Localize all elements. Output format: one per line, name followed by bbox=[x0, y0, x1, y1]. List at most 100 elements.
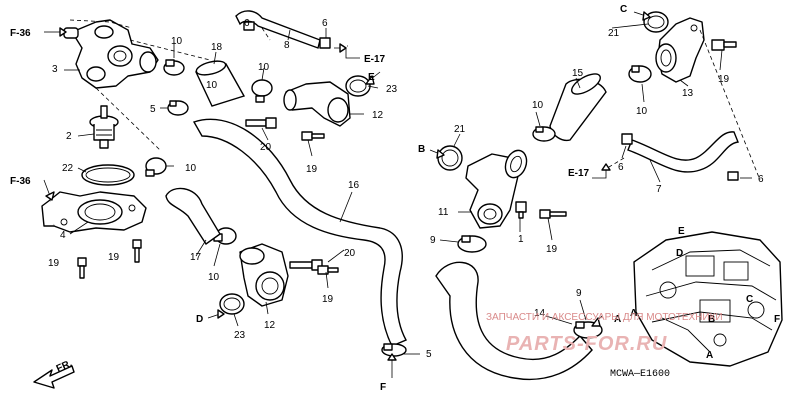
ref-c-engine: C bbox=[746, 294, 753, 305]
label-8: 8 bbox=[284, 40, 290, 51]
label-10: 10 bbox=[258, 62, 270, 73]
ref-a-engine: A bbox=[706, 350, 713, 361]
ref-a-arrow bbox=[591, 315, 603, 327]
label-23: 23 bbox=[386, 84, 398, 95]
ref-f36-arrows bbox=[43, 27, 67, 201]
ref-d-arrow bbox=[207, 309, 225, 319]
diagram-code: MCWA—E1600 bbox=[610, 369, 670, 380]
o-ring-23-upper bbox=[345, 75, 371, 97]
label-6: 6 bbox=[244, 18, 250, 29]
bolt-19-left-a bbox=[77, 257, 87, 279]
ref-f36-bottom: F-36 bbox=[10, 176, 31, 187]
label-23: 23 bbox=[234, 330, 246, 341]
bolt-20-lower bbox=[289, 259, 323, 271]
bolt-19-lower-center bbox=[317, 265, 339, 275]
label-7: 7 bbox=[656, 184, 662, 195]
o-ring-23-lower bbox=[219, 293, 245, 315]
label-13: 13 bbox=[682, 88, 694, 99]
clip-1 bbox=[515, 201, 527, 219]
label-9: 9 bbox=[576, 288, 582, 299]
label-20: 20 bbox=[344, 248, 356, 259]
label-1: 1 bbox=[518, 234, 524, 245]
tube-8 bbox=[235, 10, 331, 49]
watermark: ЗАПЧАСТИ И АКСЕССУАРЫ ДЛЯ МОТОТЕХНИКИ PA… bbox=[486, 312, 723, 355]
label-19: 19 bbox=[48, 258, 60, 269]
bolt-20-upper bbox=[245, 117, 277, 129]
clamp-9-center bbox=[457, 235, 487, 253]
bolt-19-top-right bbox=[711, 39, 737, 51]
label-19: 19 bbox=[322, 294, 334, 305]
label-2: 2 bbox=[66, 131, 72, 142]
ref-e17-right: E-17 bbox=[568, 168, 590, 179]
label-17: 17 bbox=[190, 252, 202, 263]
label-10: 10 bbox=[532, 100, 544, 111]
clamp-10-right-a bbox=[532, 126, 556, 142]
ref-a-engine-left: A bbox=[630, 308, 637, 319]
label-22: 22 bbox=[62, 163, 74, 174]
watermark-text-2: PARTS-FOR.RU bbox=[506, 333, 667, 355]
label-6: 6 bbox=[322, 18, 328, 29]
clamp-10-top bbox=[163, 59, 185, 76]
clamp-5-bottom bbox=[381, 343, 407, 357]
ref-e17-arrows bbox=[334, 43, 611, 179]
bolt-19-upper-center bbox=[301, 131, 325, 141]
label-14: 14 bbox=[534, 308, 546, 319]
thermostat-cover bbox=[41, 191, 147, 233]
clamp-10-right-b bbox=[628, 65, 652, 83]
watermark-text-1: ЗАПЧАСТИ И АКСЕССУАРЫ ДЛЯ МОТОТЕХНИКИ bbox=[486, 312, 723, 323]
label-16: 16 bbox=[348, 180, 360, 191]
hose-17 bbox=[165, 187, 221, 245]
label-10: 10 bbox=[636, 106, 648, 117]
label-10: 10 bbox=[208, 272, 220, 283]
leader-lines bbox=[64, 23, 752, 355]
label-21: 21 bbox=[608, 28, 620, 39]
thermostat bbox=[89, 105, 119, 149]
ref-f36-top: F-36 bbox=[10, 28, 31, 39]
label-12: 12 bbox=[372, 110, 384, 121]
reference-labels: F-36 F-36 E-17 E-17 E B D F C A E D C B … bbox=[10, 4, 780, 393]
water-pipe-11 bbox=[465, 149, 528, 229]
label-3: 3 bbox=[52, 64, 58, 75]
front-arrow bbox=[33, 365, 75, 389]
label-5: 5 bbox=[150, 104, 156, 115]
label-10: 10 bbox=[171, 36, 183, 47]
elbow-12-lower bbox=[239, 243, 289, 307]
elbow-12-upper bbox=[283, 81, 351, 127]
ref-d-engine: D bbox=[676, 248, 683, 259]
ref-e-arrow bbox=[365, 71, 381, 85]
label-19: 19 bbox=[718, 74, 730, 85]
ref-b-engine: B bbox=[708, 314, 715, 325]
label-9: 9 bbox=[430, 235, 436, 246]
label-10: 10 bbox=[185, 163, 197, 174]
label-19: 19 bbox=[546, 244, 558, 255]
label-4: 4 bbox=[60, 230, 66, 241]
ref-c-top: C bbox=[620, 4, 627, 15]
o-ring-21-center bbox=[437, 145, 463, 171]
ref-e-engine: E bbox=[678, 226, 685, 237]
clip-6-right bbox=[621, 133, 633, 145]
hose-18 bbox=[195, 60, 246, 107]
label-20: 20 bbox=[260, 142, 272, 153]
thermostat-o-ring bbox=[81, 164, 135, 186]
ref-f-bottom: F bbox=[380, 382, 386, 393]
label-12: 12 bbox=[264, 320, 276, 331]
label-19: 19 bbox=[108, 252, 120, 263]
clamp-5-left bbox=[167, 100, 189, 116]
hose-15 bbox=[549, 73, 607, 142]
part-number-labels: 10 18 3 5 2 22 10 4 19 19 17 10 23 12 10… bbox=[48, 18, 764, 360]
label-18: 18 bbox=[211, 42, 223, 53]
ref-b-center: B bbox=[418, 144, 425, 155]
engine-block bbox=[633, 231, 783, 367]
clamp-10-mid bbox=[145, 157, 167, 177]
bolt-19-left-b bbox=[132, 239, 142, 263]
tube-7 bbox=[627, 131, 739, 181]
label-19: 19 bbox=[306, 164, 318, 175]
label-15: 15 bbox=[572, 68, 584, 79]
hose-14 bbox=[435, 261, 593, 381]
ref-d-left: D bbox=[196, 314, 203, 325]
clamp-10-upper-center bbox=[251, 79, 273, 103]
ref-c-arrow bbox=[633, 11, 651, 21]
label-21: 21 bbox=[454, 124, 466, 135]
label-6: 6 bbox=[758, 174, 764, 185]
